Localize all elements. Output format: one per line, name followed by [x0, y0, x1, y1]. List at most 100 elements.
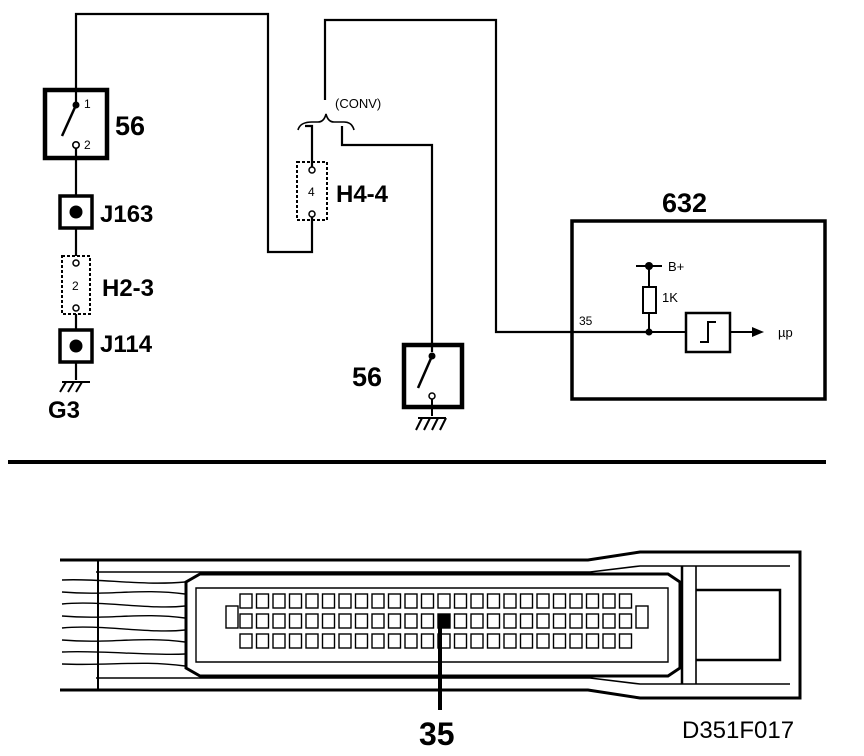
- connector-pin: [404, 613, 418, 629]
- connector-pin: [536, 613, 550, 629]
- connector-mid-label: H4-4: [336, 181, 389, 208]
- connector-pin: [569, 633, 583, 649]
- connector-pin: [585, 613, 600, 629]
- connector-pin: [239, 613, 253, 629]
- svg-text:1: 1: [84, 97, 91, 111]
- highlighted-pin-label: 35: [419, 716, 455, 752]
- connector-pin: [552, 613, 567, 629]
- connector-pin: [338, 613, 352, 629]
- connector-pin: [420, 633, 435, 649]
- wire-conv-to-unit: [323, 18, 647, 334]
- connector-pin: [519, 633, 534, 649]
- connector-pin-grid: [225, 593, 649, 649]
- ground-left-label: G3: [48, 397, 80, 424]
- connector-pin: [519, 613, 534, 629]
- connector-pin: [338, 593, 352, 609]
- supply-label: B+: [668, 259, 684, 274]
- connector-pin: [453, 593, 468, 609]
- connector-pin: [420, 613, 435, 629]
- junction-j114: [58, 328, 94, 364]
- connector-pin: [321, 613, 336, 629]
- connector-pin: [255, 593, 270, 609]
- connector-pin: [453, 613, 468, 629]
- switch-top: 1 2: [42, 87, 110, 161]
- connector-pin: [239, 593, 253, 609]
- wire-conv-to-switch-bottom: [340, 126, 434, 352]
- connector-pin: [338, 633, 352, 649]
- connector-pin: [470, 613, 484, 629]
- connector-pin: [354, 633, 369, 649]
- unit-input-pin-label: 35: [579, 314, 593, 328]
- connector-pin: [272, 633, 286, 649]
- connector-pin: [239, 633, 253, 649]
- ground-symbol-bottom: [415, 417, 447, 431]
- unit-output-label: µp: [778, 325, 793, 340]
- control-unit-ref: 632: [662, 188, 707, 218]
- connector-pin: [618, 593, 633, 609]
- connector-pin: [404, 593, 418, 609]
- connector-pin: [437, 593, 451, 609]
- connector-pin: [503, 633, 517, 649]
- connector-pin: [453, 633, 468, 649]
- connector-pin: [536, 593, 550, 609]
- connector-pin: [519, 593, 534, 609]
- connector-pin: [371, 613, 385, 629]
- connector-pin: [618, 613, 633, 629]
- connector-pin: [387, 593, 402, 609]
- connector-pin: [305, 593, 319, 609]
- connector-h4-4: 4: [296, 161, 328, 221]
- connector-pin: [618, 633, 633, 649]
- connector-pin: [552, 633, 567, 649]
- connector-pin: [354, 593, 369, 609]
- connector-pin: [371, 593, 385, 609]
- switch-top-ref: 56: [115, 111, 145, 141]
- connector-pin: [305, 613, 319, 629]
- connector-pin: [371, 633, 385, 649]
- connector-pin: [602, 613, 616, 629]
- connector-pin: [585, 633, 600, 649]
- connector-pin: [503, 593, 517, 609]
- connector-pin: [404, 633, 418, 649]
- junction-j163: [58, 194, 94, 230]
- connector-pin: [321, 633, 336, 649]
- svg-text:2: 2: [84, 138, 91, 152]
- connector-pin: [288, 593, 303, 609]
- junction-lower-label: J114: [100, 331, 153, 358]
- connector-pin: [470, 593, 484, 609]
- connector-pin: [552, 593, 567, 609]
- switch-bottom: [401, 342, 465, 416]
- wire-switch-to-h4: [74, 12, 314, 254]
- connector-pin: [225, 605, 239, 629]
- connector-pin: [569, 593, 583, 609]
- connector-pin: [288, 613, 303, 629]
- connector-pin: [321, 593, 336, 609]
- connector-pin: [420, 593, 435, 609]
- junction-upper-label: J163: [100, 201, 153, 228]
- ground-symbol-left: [59, 381, 90, 393]
- connector-pin: [536, 633, 550, 649]
- conv-label: (CONV): [335, 96, 381, 111]
- connector-pin: [602, 633, 616, 649]
- connector-pin: [569, 613, 583, 629]
- connector-pin: [486, 613, 501, 629]
- switch-bottom-ref: 56: [352, 362, 382, 392]
- connector-pin: [305, 633, 319, 649]
- connector-body: [60, 550, 802, 700]
- connector-pin: [255, 613, 270, 629]
- svg-text:4: 4: [308, 185, 315, 199]
- conv-brace: [297, 113, 355, 131]
- connector-pin: [387, 633, 402, 649]
- connector-h2-3: 2: [61, 255, 91, 315]
- connector-pin: [255, 633, 270, 649]
- connector-pin: [387, 613, 402, 629]
- connector-pin: [602, 593, 616, 609]
- connector-pin: [470, 633, 484, 649]
- connector-pin: [272, 593, 286, 609]
- wire-h4-up: [305, 124, 314, 170]
- connector-pin: [288, 633, 303, 649]
- connector-pin: [635, 605, 649, 629]
- connector-pin: [585, 593, 600, 609]
- connector-pin: [272, 613, 286, 629]
- connector-left-label: H2-3: [102, 275, 154, 302]
